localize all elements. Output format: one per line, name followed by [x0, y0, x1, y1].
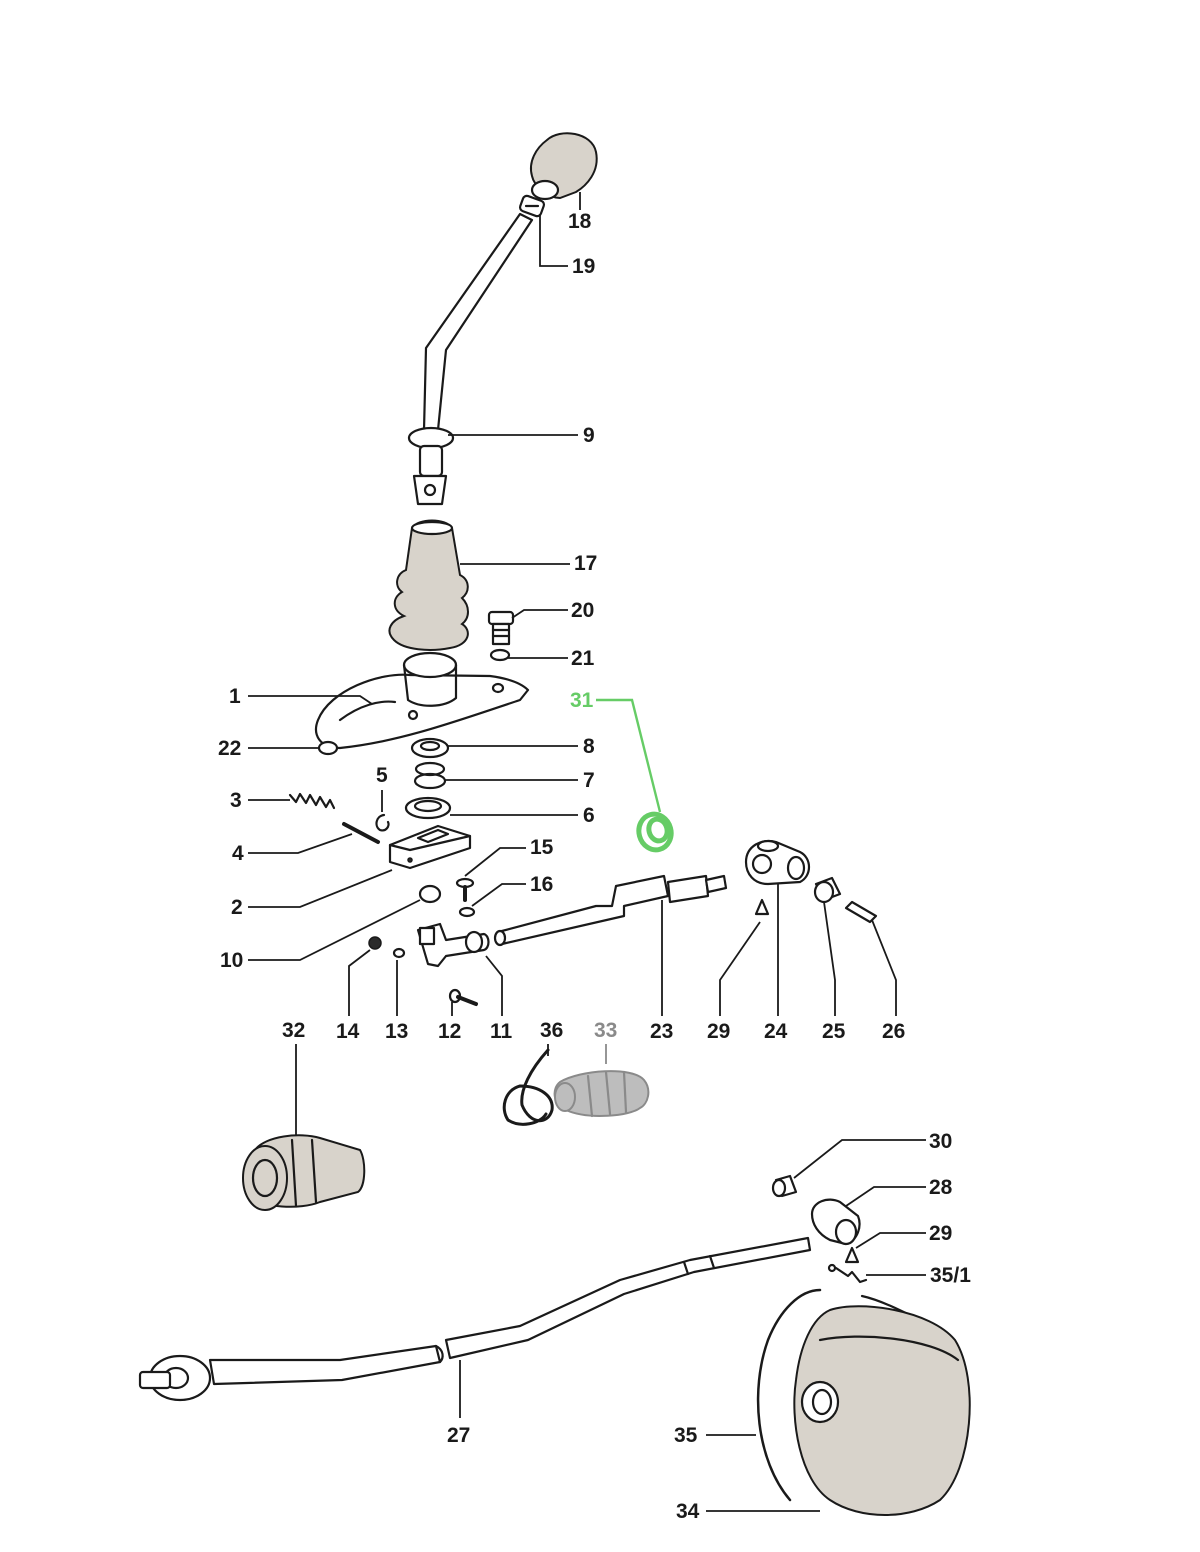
callout-31-highlighted[interactable]: 31 [570, 689, 594, 712]
callout-14: 14 [336, 1020, 360, 1043]
part-13-washer [392, 947, 406, 959]
part-24-coupling [744, 839, 811, 886]
part-14-ball [368, 936, 382, 950]
callout-30: 30 [929, 1130, 952, 1153]
leader-lines [248, 192, 926, 1512]
part-22-washer [317, 740, 339, 756]
part-4-pin [342, 822, 380, 844]
part-1-shift-housing [314, 651, 530, 750]
part-35-1-lock-wire [827, 1263, 868, 1284]
part-2-shift-guide [388, 824, 472, 870]
callout-21: 21 [571, 647, 595, 670]
part-28-rear-coupling [810, 1198, 861, 1246]
callout-36: 36 [540, 1019, 563, 1042]
part-30-bushing [771, 1174, 798, 1198]
callout-23: 23 [650, 1020, 673, 1043]
part-7-spring-ring [413, 761, 447, 790]
callout-27: 27 [447, 1424, 470, 1447]
callout-24: 24 [764, 1020, 788, 1043]
part-15-screw [455, 877, 475, 902]
part-11-shift-finger [416, 922, 490, 968]
callout-6: 6 [583, 804, 595, 827]
callout-29-upper: 29 [707, 1020, 730, 1043]
callout-35: 35 [674, 1424, 698, 1447]
callout-18: 18 [568, 210, 592, 233]
callout-26: 26 [882, 1020, 905, 1043]
callout-12: 12 [438, 1020, 461, 1043]
part-33-bellows [553, 1070, 650, 1118]
part-26-pin [844, 900, 878, 924]
callout-8: 8 [583, 735, 595, 758]
part-20-bolt [487, 610, 515, 646]
callout-29-lower: 29 [929, 1222, 952, 1245]
callout-35-1: 35/1 [930, 1264, 971, 1287]
callout-7: 7 [583, 769, 595, 792]
part-16-washer [458, 906, 476, 918]
callout-5: 5 [376, 764, 388, 787]
callout-9: 9 [583, 424, 595, 447]
part-10-bushing [418, 884, 442, 904]
callout-10: 10 [220, 949, 243, 972]
part-18-shift-knob [530, 132, 598, 201]
callout-28: 28 [929, 1176, 953, 1199]
part-21-lock-washer [489, 648, 511, 662]
part-29-set-screw-lower [844, 1246, 860, 1264]
callout-17: 17 [574, 552, 597, 575]
callout-34: 34 [676, 1500, 700, 1523]
part-32-rubber-boot [242, 1134, 366, 1211]
callout-3: 3 [230, 789, 242, 812]
part-36-spring-clip [502, 1048, 554, 1126]
callout-25: 25 [822, 1020, 846, 1043]
callout-16: 16 [530, 873, 553, 896]
callout-19: 19 [572, 255, 595, 278]
part-9-shift-lever [407, 212, 534, 506]
part-19-clamp [518, 194, 546, 218]
callout-22: 22 [218, 737, 241, 760]
part-27-shift-rod-long [138, 1236, 812, 1402]
part-29-set-screw-upper [754, 898, 770, 916]
part-3-spring [288, 792, 336, 810]
callout-4: 4 [232, 842, 244, 865]
part-6-bearing-ring [404, 796, 452, 820]
callout-2: 2 [231, 896, 243, 919]
callout-33: 33 [594, 1019, 617, 1042]
part-8-bushing [410, 737, 450, 759]
part-34-cover-housing [793, 1305, 971, 1516]
part-12-screw [448, 988, 478, 1006]
part-5-clip [375, 813, 390, 832]
callout-11: 11 [490, 1020, 513, 1043]
callout-labels: 18 19 9 17 20 21 31 1 22 8 5 7 3 6 15 4 … [218, 210, 971, 1523]
part-31-seal-ring [636, 811, 674, 853]
part-17-lever-boot [388, 519, 469, 651]
part-25-bushing [813, 876, 842, 904]
callout-32: 32 [282, 1019, 305, 1042]
callout-1: 1 [229, 685, 241, 708]
callout-20: 20 [571, 599, 594, 622]
callout-15: 15 [530, 836, 554, 859]
callout-13: 13 [385, 1020, 408, 1043]
part-23-shift-rod [493, 874, 728, 947]
